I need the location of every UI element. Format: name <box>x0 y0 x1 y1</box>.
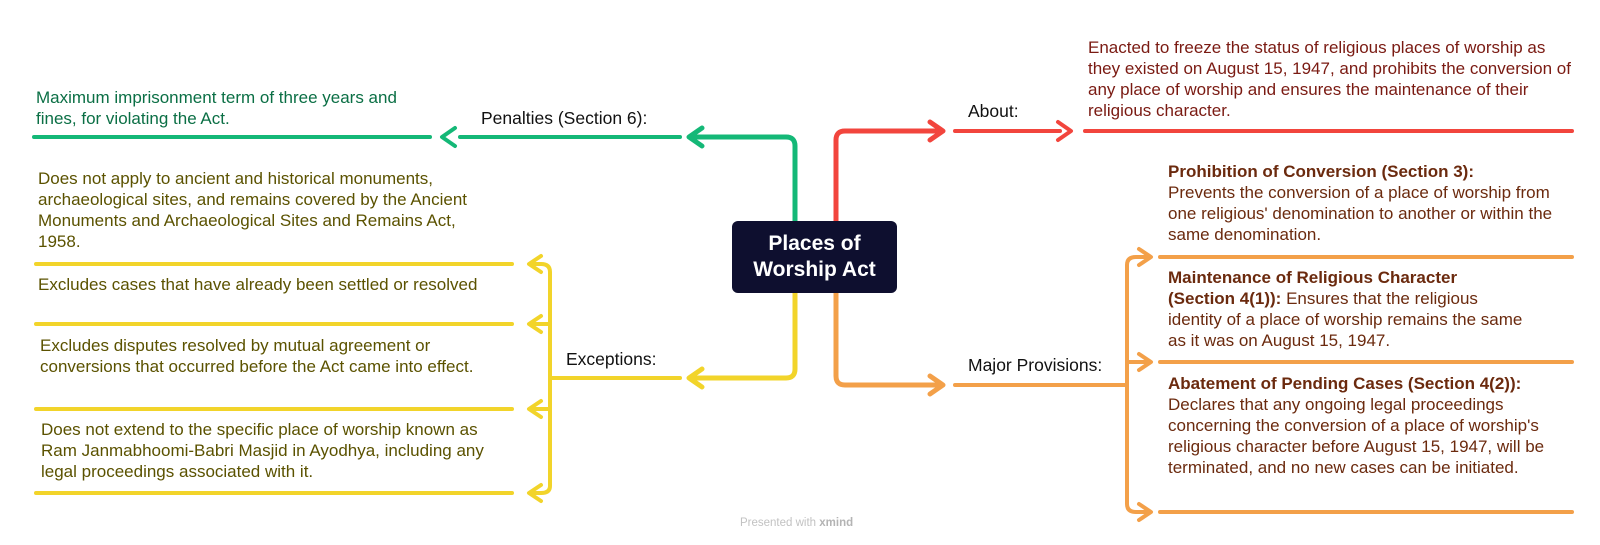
about-arrow <box>1056 120 1073 142</box>
provisions-bracket <box>1125 255 1150 514</box>
provisions-item-3-text: Declares that any ongoing legal proceedi… <box>1168 395 1545 477</box>
exceptions-connector-arrow <box>686 366 705 390</box>
penalties-text[interactable]: Maximum imprisonment term of three years… <box>36 88 397 128</box>
provisions-arrow-2 <box>1137 352 1153 372</box>
provisions-item-1-title: Prohibition of Conversion (Section 3): <box>1168 162 1474 181</box>
about-text[interactable]: Enacted to freeze the status of religiou… <box>1088 38 1571 120</box>
provisions-item-3-title: Abatement of Pending Cases (Section 4(2)… <box>1168 374 1522 393</box>
exceptions-arrow-3 <box>527 399 543 419</box>
penalties-label[interactable]: Penalties (Section 6): <box>481 108 648 128</box>
exceptions-bracket <box>528 262 552 495</box>
presented-with-footer: Presented with xmind <box>740 517 853 529</box>
exceptions-connector <box>689 290 798 381</box>
exceptions-item-2[interactable]: Excludes cases that have already been se… <box>38 275 478 294</box>
root-title: Places of Worship Act <box>753 232 876 281</box>
root-node[interactable]: Places of Worship Act <box>732 221 897 293</box>
provisions-item-1[interactable]: Prohibition of Conversion (Section 3): P… <box>1168 161 1568 245</box>
about-label[interactable]: About: <box>968 101 1019 121</box>
provisions-arrow-3 <box>1137 502 1153 522</box>
exceptions-item-1[interactable]: Does not apply to ancient and historical… <box>38 169 468 251</box>
provisions-item-1-text: Prevents the conversion of a place of wo… <box>1168 183 1553 244</box>
provisions-label[interactable]: Major Provisions: <box>968 355 1103 375</box>
penalties-arrow <box>440 126 457 148</box>
about-connector-arrow <box>927 119 946 143</box>
provisions-connector-arrow <box>927 373 946 397</box>
provisions-connector <box>833 290 943 388</box>
penalties-connector-arrow <box>686 125 705 149</box>
provisions-item-2[interactable]: Maintenance of Religious Character (Sect… <box>1168 267 1528 351</box>
exceptions-arrow-2 <box>527 314 543 334</box>
exceptions-item-3[interactable]: Excludes disputes resolved by mutual agr… <box>40 336 474 376</box>
footer-prefix: Presented with <box>740 517 817 529</box>
provisions-arrow-1 <box>1137 247 1153 267</box>
penalties-connector <box>689 134 798 224</box>
exceptions-arrow-4 <box>527 483 543 503</box>
exceptions-arrow-1 <box>527 254 543 274</box>
exceptions-label[interactable]: Exceptions: <box>566 349 657 369</box>
about-connector <box>833 128 943 224</box>
provisions-item-3[interactable]: Abatement of Pending Cases (Section 4(2)… <box>1168 373 1568 478</box>
exceptions-item-4[interactable]: Does not extend to the specific place of… <box>41 420 484 481</box>
xmind-brand: xmind <box>819 517 854 529</box>
provisions-item-2-text: Ensures that the religious identity of a… <box>1168 289 1523 350</box>
provisions-item-2-title: Maintenance of Religious Character (Sect… <box>1168 268 1458 308</box>
